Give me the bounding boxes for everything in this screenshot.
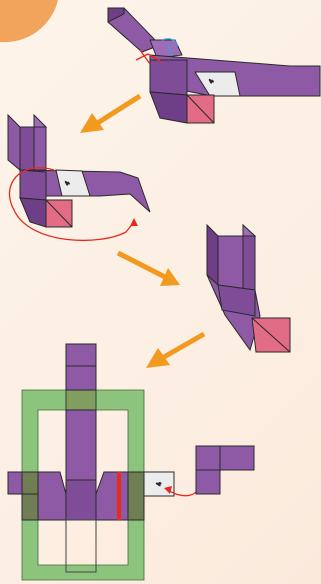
- arrow-left-down-icon: [80, 93, 142, 133]
- step-1-figure: 4: [107, 7, 321, 124]
- step-1-guides: [135, 38, 179, 65]
- strip-mark-1: 4: [208, 78, 216, 85]
- small-l-shape: [195, 445, 255, 495]
- corner-accent-circle: [0, 0, 58, 43]
- step-3-figure: [206, 223, 291, 353]
- strip-mark-3: 4: [156, 482, 163, 486]
- rotation-arrow-head: [164, 486, 172, 494]
- step-4-figure: 4: [7, 343, 175, 573]
- curved-fold-arrow-icon: [8, 167, 135, 241]
- fold-arrow-head: [130, 218, 138, 226]
- step-2-figure: 4: [7, 113, 151, 228]
- arrow-left-down-icon-2: [146, 331, 206, 368]
- strip-mark-2: 4: [64, 180, 72, 187]
- arrow-right-down-icon: [116, 250, 180, 286]
